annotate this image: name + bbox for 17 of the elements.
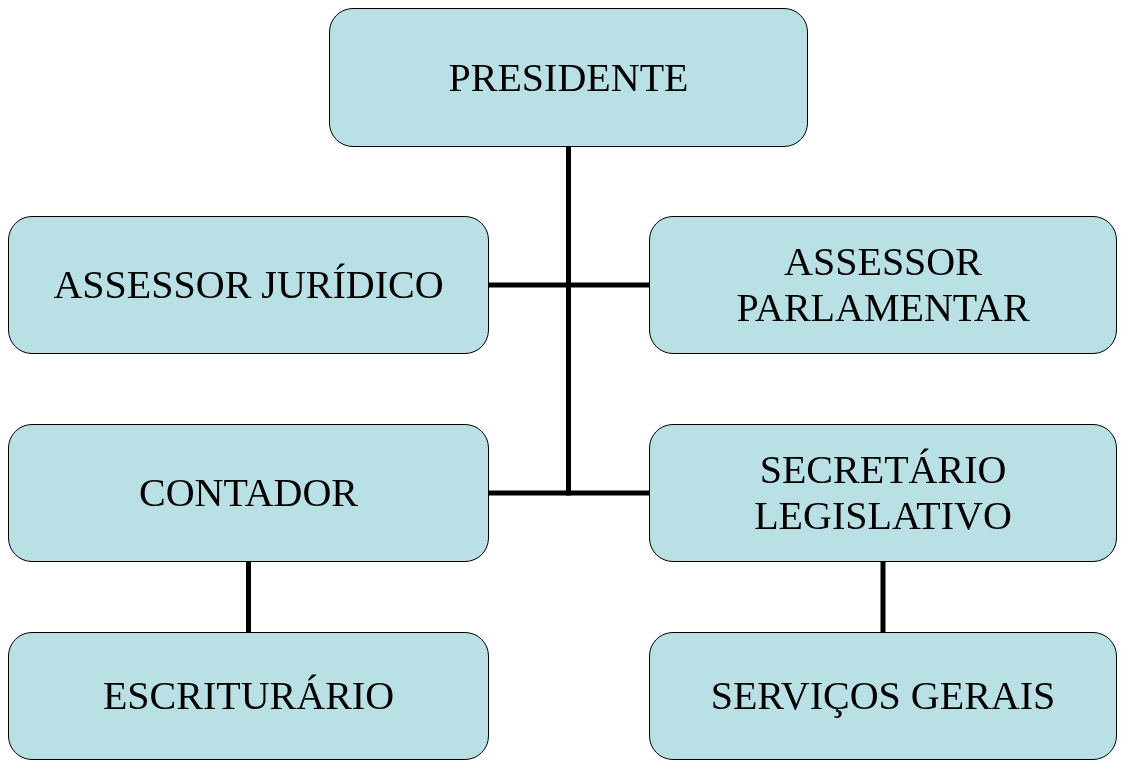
box-label: CONTADOR: [138, 470, 359, 516]
connector-line: [566, 147, 649, 496]
box-label: ASSESSOR JURÍDICO: [52, 262, 445, 308]
box-label: SERVIÇOS GERAIS: [709, 673, 1057, 719]
org-box: [649, 632, 1117, 760]
box-label: PRESIDENTE: [447, 54, 690, 101]
connector-line: [246, 562, 251, 632]
org-box: [8, 632, 489, 760]
org-box: [8, 424, 489, 562]
org-box: [329, 8, 808, 147]
box-label: SECRETÁRIO LEGISLATIVO: [753, 447, 1013, 539]
box-label: ESCRITURÁRIO: [101, 673, 396, 719]
connector-line: [880, 562, 886, 632]
org-box: [649, 216, 1117, 354]
org-box: [649, 424, 1117, 562]
box-label: ASSESSOR PARLAMENTAR: [735, 239, 1031, 331]
org-box: [8, 216, 489, 354]
